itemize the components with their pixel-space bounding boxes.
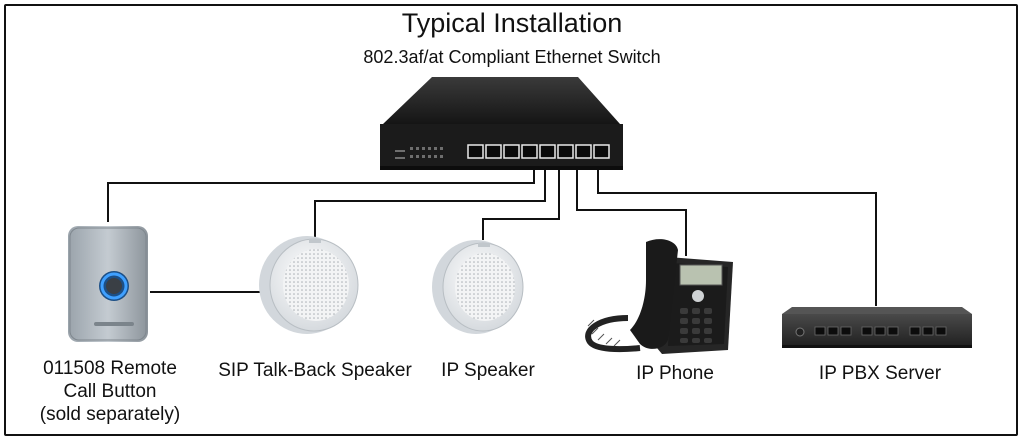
- label-ip-phone: IP Phone: [610, 362, 740, 385]
- ip-phone-icon: [585, 239, 733, 354]
- diagram-title: Typical Installation: [401, 8, 623, 38]
- ethernet-switch-icon: [380, 77, 623, 170]
- cable-remote-call-button: [107, 168, 535, 222]
- label-line: Call Button: [63, 381, 157, 402]
- cable-ip-phone: [576, 168, 687, 256]
- label-line: IP PBX Server: [818, 363, 942, 384]
- label-remote-call-button: 011508 Remote Call Button (sold separate…: [20, 357, 200, 426]
- sip-talkback-speaker-icon: [259, 236, 359, 334]
- ip-speaker-icon: [432, 240, 524, 334]
- diagram-subtitle: 802.3af/at Compliant Ethernet Switch: [363, 47, 661, 67]
- label-ip-speaker: IP Speaker: [418, 359, 558, 382]
- cables: [107, 168, 877, 306]
- switch-ports: [467, 144, 610, 159]
- cable-sip-talkback-speaker: [314, 168, 546, 237]
- remote-call-button-icon: [68, 226, 148, 342]
- label-line: SIP Talk-Back Speaker: [218, 360, 412, 381]
- diagram-frame: [4, 4, 1018, 436]
- cable-ip-speaker: [482, 168, 560, 240]
- ip-pbx-server-icon: [782, 307, 972, 348]
- label-ip-pbx-server: IP PBX Server: [800, 362, 960, 385]
- label-line: 011508 Remote: [43, 358, 177, 379]
- label-sip-talkback-speaker: SIP Talk-Back Speaker: [195, 359, 435, 382]
- cable-ip-pbx-server: [597, 168, 877, 306]
- label-line: (sold separately): [39, 404, 181, 425]
- label-line: IP Phone: [636, 363, 714, 384]
- label-line: IP Speaker: [441, 360, 535, 381]
